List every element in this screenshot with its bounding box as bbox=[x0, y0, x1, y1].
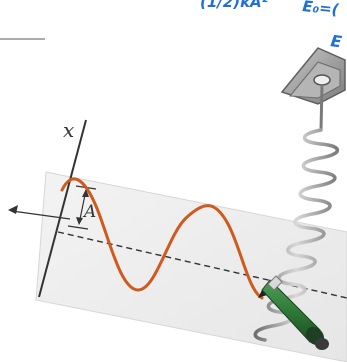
formula-energy-total: E₀=( bbox=[302, 0, 341, 19]
formula-energy-spring: (1/2)kA² bbox=[200, 0, 269, 11]
amplitude-arrow-up-icon bbox=[82, 189, 89, 197]
arrow-head-icon bbox=[8, 205, 18, 214]
paper-strip bbox=[35, 171, 347, 362]
traced-wave bbox=[60, 177, 264, 300]
formula-energy-partial: E bbox=[329, 31, 343, 51]
mount-bracket-icon bbox=[280, 47, 346, 131]
x-axis-label: x bbox=[63, 118, 74, 142]
amplitude-tick-bottom bbox=[67, 225, 89, 230]
x-axis bbox=[38, 119, 87, 298]
pen-icon bbox=[258, 275, 329, 350]
amplitude-arrow-down-icon bbox=[76, 217, 83, 225]
spring-icon bbox=[253, 128, 340, 342]
amplitude-label: A bbox=[82, 202, 96, 222]
